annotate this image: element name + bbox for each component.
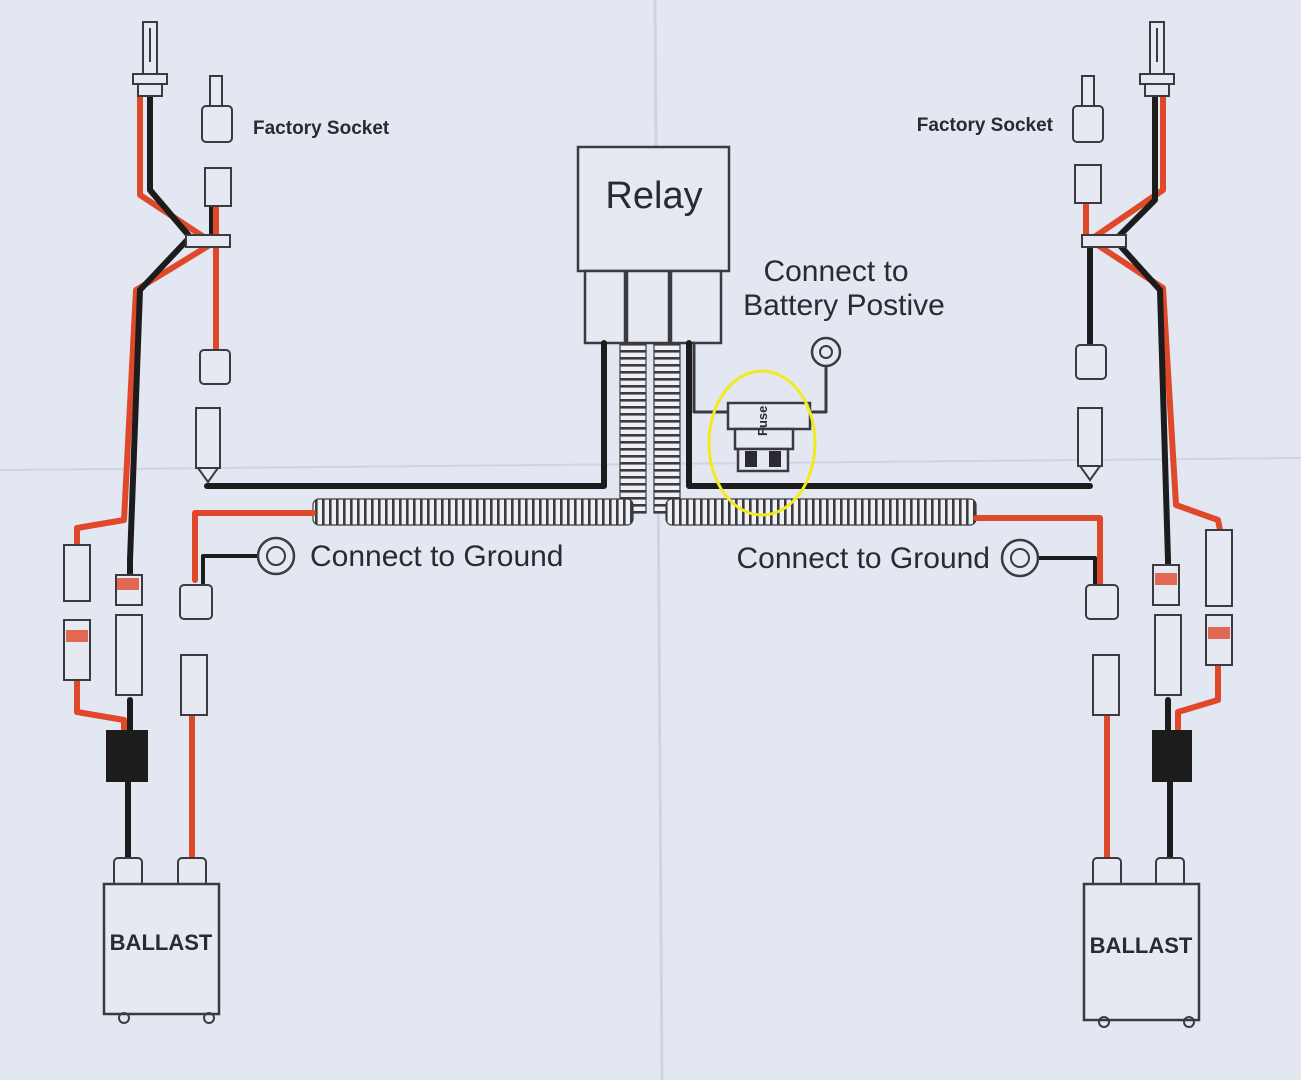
- right-bulb-black-wire: [1112, 92, 1171, 573]
- right-ground-connector-icon: [1085, 584, 1120, 716]
- left-ground-wire: [201, 554, 272, 587]
- loom-horizontal-left: [312, 498, 634, 526]
- right-wire-splitter-icon: [1081, 234, 1127, 248]
- left-harness: Factory Socket Connect to Ground: [63, 21, 564, 1024]
- battery-label-line1: Connect to: [763, 255, 908, 288]
- left-ballast-label: BALLAST: [110, 930, 213, 955]
- left-ballast-red-wire: [74, 677, 127, 738]
- left-ballast: BALLAST: [102, 857, 221, 1024]
- left-factory-socket-label: Factory Socket: [253, 118, 390, 139]
- right-factory-socket-icon: [1072, 75, 1104, 204]
- left-bulb-black-wire: [127, 92, 193, 578]
- wire-loom: [312, 342, 977, 526]
- relay-wires: [204, 340, 1093, 489]
- right-loom-red-wire: [973, 515, 1103, 588]
- loom-horizontal-right: [665, 498, 977, 526]
- right-inline-connectors-icon: [1152, 529, 1233, 696]
- left-igniter-icon: [106, 730, 148, 782]
- left-ground-label: Connect to Ground: [310, 540, 564, 573]
- left-ground-terminal-icon: [256, 536, 296, 576]
- relay-terminal-3: [669, 269, 723, 345]
- left-wire-splitter-icon: [185, 234, 231, 248]
- left-loom-red-wire: [192, 510, 316, 583]
- right-ballast: BALLAST: [1082, 857, 1201, 1028]
- left-h1-connector-icon: [195, 349, 231, 484]
- right-factory-socket-label: Factory Socket: [917, 115, 1054, 136]
- left-hid-bulb-icon: [132, 21, 168, 97]
- loom-vertical-left: [619, 342, 647, 514]
- battery-positive-terminal: [810, 336, 842, 368]
- right-h1-connector-icon: [1075, 344, 1107, 482]
- right-ground-label: Connect to Ground: [737, 542, 991, 575]
- right-bulb-red-wire: [1087, 92, 1223, 533]
- right-ground-terminal-icon: [1000, 538, 1040, 578]
- relay: Relay: [576, 145, 731, 345]
- right-igniter-icon: [1152, 730, 1192, 782]
- relay-label: Relay: [605, 175, 702, 217]
- left-inline-connectors-icon: [63, 544, 143, 696]
- relay-body: [576, 145, 731, 273]
- left-ground-connector-icon: [179, 584, 213, 716]
- fuse-label: Fuse: [755, 406, 770, 436]
- battery-label-line2: Battery Postive: [743, 289, 945, 322]
- fuse-holder: Fuse: [726, 401, 812, 473]
- right-ballast-red-wire: [1175, 657, 1221, 733]
- right-hid-bulb-icon: [1139, 21, 1175, 97]
- left-bulb-red-wire: [74, 92, 216, 548]
- relay-terminal-2: [625, 269, 671, 345]
- right-ground-wire: [1034, 556, 1097, 587]
- fuse-highlight-circle: [707, 369, 817, 517]
- relay-terminal-1: [583, 269, 627, 345]
- right-ballast-label: BALLAST: [1090, 933, 1193, 958]
- loom-vertical-right: [653, 342, 681, 514]
- right-harness: Factory Socket Connect to Ground: [737, 21, 1233, 1028]
- left-factory-socket-icon: [201, 75, 233, 207]
